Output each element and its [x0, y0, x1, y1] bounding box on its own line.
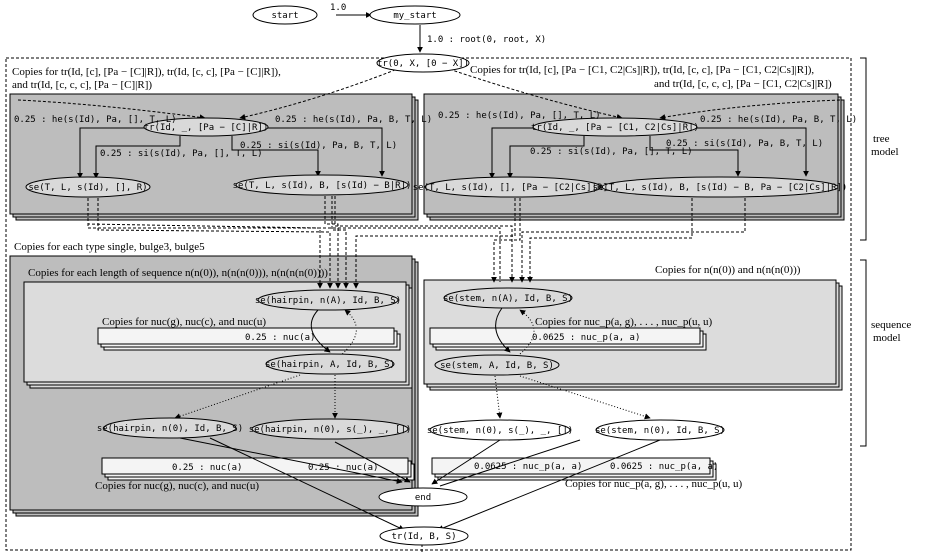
plate-label-lengths: Copies for each length of sequence n(n(0… [28, 267, 328, 279]
node-se-left-a: se(T, L, s(Id), [], R) [25, 176, 151, 198]
edges [17, 12, 841, 552]
node-tr-right-label: tr(Id, _, [Pa − [C1, C2|Cs]|R]) [531, 123, 699, 133]
side-label-tree-2: model [871, 146, 899, 158]
node-start-label: start [271, 11, 298, 21]
node-stem-n0s: se(stem, n(0), s(_), _, []) [427, 419, 573, 441]
node-se-right-b: se(T, L, s(Id), B, [s(Id) − B, Pa − [C2|… [593, 176, 848, 198]
node-my-start-label: my_start [393, 11, 436, 21]
node-tr0-label: tr(0, X, [0 − X]) [377, 59, 469, 69]
node-tr-left: tr(Id, _, [Pa − [C]|R]) [143, 117, 269, 137]
node-stem-nA-label: se(stem, n(A), Id, B, S) [443, 294, 573, 304]
edge-label-nuc-a-2: 0.25 : nuc(a) [172, 463, 242, 473]
node-end: end [378, 487, 468, 507]
node-tr-right: tr(Id, _, [Pa − [C1, C2|Cs]|R]) [531, 117, 699, 137]
edge-label-nucp-3: 0.0625 : nuc_p(a, a) [610, 462, 718, 472]
side-label-seq-1: sequence [871, 319, 911, 331]
edge-label-left-si1: 0.25 : si(s(Id), Pa, [], T, L) [100, 149, 263, 159]
node-hairpin-A: se(hairpin, A, Id, B, S) [265, 353, 395, 375]
edge-label-nucp-2: 0.0625 : nuc_p(a, a) [474, 462, 582, 472]
node-stem-A: se(stem, A, Id, B, S) [434, 354, 560, 376]
node-end-label: end [415, 493, 431, 503]
plate-label-types: Copies for each type single, bulge3, bul… [14, 241, 205, 253]
plate-label-stem-lengths: Copies for n(n(0)) and n(n(n(0))) [655, 264, 801, 276]
side-label-tree-1: tree [873, 133, 890, 145]
sequence-model-bracket [860, 259, 867, 447]
plate-label-tree-left-1: Copies for tr(Id, [c], [Pa − [C]|R]), tr… [12, 66, 281, 78]
plate-nuc-bottom [101, 457, 415, 481]
edge-label-right-he2: 0.25 : he(s(Id), Pa, B, T, L) [700, 115, 857, 125]
node-hairpin-nA-label: se(hairpin, n(A), Id, B, S) [255, 296, 401, 306]
edge-label-left-si2: 0.25 : si(s(Id), Pa, B, T, L) [240, 141, 397, 151]
plate-label-nuc-inner: Copies for nuc(g), nuc(c), and nuc(u) [102, 316, 266, 328]
node-stem-A-label: se(stem, A, Id, B, S) [440, 361, 554, 371]
tree-model-bracket [860, 57, 867, 241]
side-label-seq-2: model [873, 332, 901, 344]
node-tr-final: tr(Id, B, S) [379, 526, 469, 546]
edge-label-right-he1: 0.25 : he(s(Id), Pa, [], T, L) [438, 111, 601, 121]
node-se-left-b-label: se(T, L, s(Id), B, [s(Id) − B|R]) [233, 181, 412, 191]
node-se-left-b: se(T, L, s(Id), B, [s(Id) − B|R]) [233, 174, 412, 196]
edge-label-nuc-a-1: 0.25 : nuc(a) [245, 333, 315, 343]
node-tr0: tr(0, X, [0 − X]) [376, 53, 470, 73]
edge-label-nuc-a-3: 0.25 : nuc(a) [308, 463, 378, 473]
edge-label-nucp-1: 0.0625 : nuc_p(a, a) [532, 333, 640, 343]
plate-label-nucp-inner: Copies for nuc_p(a, g), . . . , nuc_p(u,… [535, 316, 713, 328]
plate-nucp-bottom [431, 457, 717, 481]
node-stem-nA: se(stem, n(A), Id, B, S) [443, 287, 573, 309]
plate-label-tree-left-2: and tr(Id, [c, c, c], [Pa − [C]|R]) [12, 79, 152, 91]
node-se-right-a: se(T, L, s(Id), [], [Pa − [C2|Cs]|R]) [413, 176, 613, 198]
node-hairpin-n0-label: se(hairpin, n(0), Id, B, S) [97, 424, 243, 434]
plate-label-tree-right-2: and tr(Id, [c, c, c], [Pa − [C1, C2|Cs]|… [654, 78, 832, 90]
plate-label-nuc-bottom: Copies for nuc(g), nuc(c), and nuc(u) [95, 480, 259, 492]
node-hairpin-n0s: se(hairpin, n(0), s(_), _, []) [249, 418, 412, 440]
node-my-start: my_start [369, 5, 461, 25]
edge-label-left-he1: 0.25 : he(s(Id), Pa, [], T, L) [14, 115, 177, 125]
plate-label-nucp-bottom: Copies for nuc_p(a, g), . . . , nuc_p(u,… [565, 478, 743, 490]
node-hairpin-n0s-label: se(hairpin, n(0), s(_), _, []) [249, 425, 412, 435]
plate-label-tree-right-1: Copies for tr(Id, [c], [Pa − [C1, C2|Cs]… [470, 64, 814, 76]
plate-nucp-inner [429, 327, 707, 351]
node-tr-final-label: tr(Id, B, S) [391, 532, 456, 542]
node-hairpin-nA: se(hairpin, n(A), Id, B, S) [255, 289, 401, 311]
node-stem-n0s-label: se(stem, n(0), s(_), _, []) [427, 426, 573, 436]
node-hairpin-n0: se(hairpin, n(0), Id, B, S) [97, 417, 243, 439]
node-stem-n0: se(stem, n(0), Id, B, S) [595, 419, 725, 441]
node-tr-left-label: tr(Id, _, [Pa − [C]|R]) [144, 123, 269, 133]
edge-label-right-si1: 0.25 : si(s(Id), Pa, [], T, L) [530, 147, 693, 157]
node-stem-n0-label: se(stem, n(0), Id, B, S) [595, 426, 725, 436]
edge-label-left-he2: 0.25 : he(s(Id), Pa, B, T, L) [275, 115, 432, 125]
edge-label-right-si2: 0.25 : si(s(Id), Pa, B, T, L) [666, 139, 823, 149]
node-se-right-a-label: se(T, L, s(Id), [], [Pa − [C2|Cs]|R]) [413, 183, 613, 193]
edge-label-start: 1.0 [330, 3, 346, 13]
node-start: start [252, 5, 318, 25]
node-hairpin-A-label: se(hairpin, A, Id, B, S) [265, 360, 395, 370]
node-se-right-b-label: se(T, L, s(Id), B, [s(Id) − B, Pa − [C2|… [593, 183, 848, 193]
node-se-left-a-label: se(T, L, s(Id), [], R) [28, 183, 147, 193]
edge-label-root: 1.0 : root(0, root, X) [427, 35, 546, 45]
plate-nuc-inner [97, 327, 401, 351]
